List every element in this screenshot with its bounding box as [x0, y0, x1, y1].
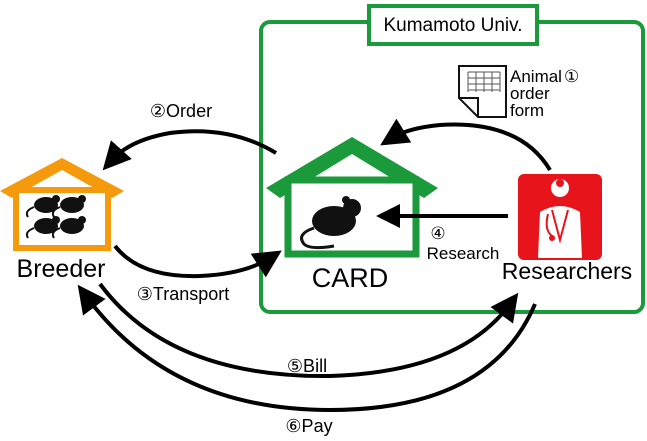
card-label: CARD [312, 263, 389, 293]
transport-label: ③Transport [137, 284, 230, 304]
bill-arrow [98, 282, 519, 379]
order-form-document-icon [458, 65, 507, 118]
research-label: Research [427, 244, 500, 263]
order-form-arrow [380, 118, 552, 172]
order-form-label-line2: order [510, 84, 550, 103]
pay-arrow [77, 284, 537, 413]
card-house-icon [266, 137, 438, 258]
researchers-label: Researchers [502, 258, 632, 284]
transport-arrow [113, 244, 282, 279]
order-label: ②Order [150, 101, 212, 121]
breeder-house-icon [0, 158, 124, 251]
research-step-number: ④ [430, 224, 445, 243]
order-arrow [102, 129, 278, 171]
pay-label: ⑥Pay [285, 416, 332, 436]
order-form-label-line3: form [510, 101, 544, 120]
university-title-box [367, 4, 539, 46]
university-title: Kumamoto Univ. [383, 15, 522, 36]
bill-label: ⑤Bill [287, 356, 327, 376]
researcher-icon [518, 174, 602, 260]
breeder-label: Breeder [17, 255, 106, 283]
